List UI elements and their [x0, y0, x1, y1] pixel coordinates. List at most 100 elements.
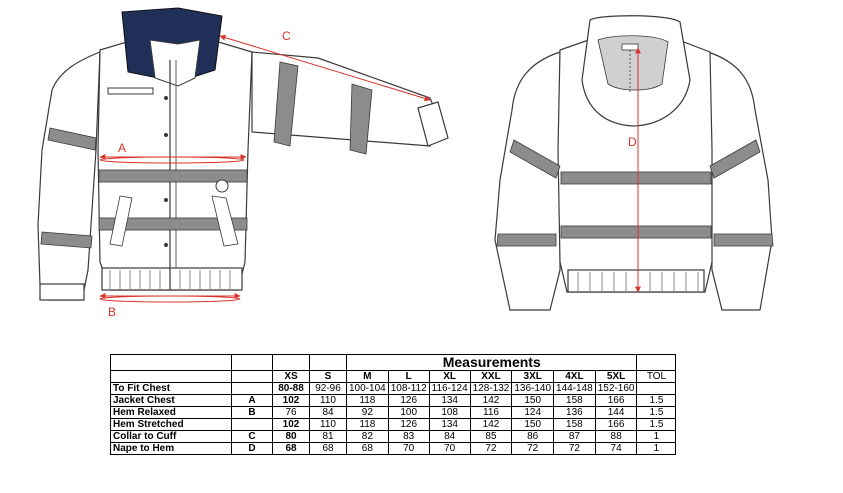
front-hem-rib [101, 267, 243, 291]
row-value: 110 [309, 394, 347, 407]
row-value: 72 [553, 442, 596, 455]
row-value: 85 [469, 430, 513, 443]
row-value: 158 [553, 394, 596, 407]
front-buttons [164, 96, 168, 247]
size-header-l: L [387, 370, 430, 383]
front-logo [215, 179, 229, 193]
rib-lines [109, 270, 231, 289]
hood-lining [597, 35, 669, 91]
row-value: 118 [346, 418, 389, 431]
row-value: 144 [594, 406, 638, 419]
row-value: 116 [469, 406, 513, 419]
row-label: To Fit Chest [110, 382, 232, 395]
label-b: B [108, 305, 116, 319]
row-value: 158 [553, 418, 596, 431]
front-measure-arrows [99, 34, 431, 303]
jacket-illustration: C A B D [37, 7, 774, 319]
back-hem-rib [567, 269, 705, 293]
row-value: 100 [387, 406, 430, 419]
front-right-cuff [417, 101, 449, 147]
row-value: 102 [272, 418, 310, 431]
row-value: 72 [511, 442, 555, 455]
row-value: 72 [469, 442, 513, 455]
row-value: 116-124 [428, 382, 471, 395]
row-value: 68 [309, 442, 347, 455]
row-value: 136-140 [511, 382, 555, 395]
row-value: 124 [511, 406, 555, 419]
row-value: 74 [594, 442, 638, 455]
row-value: 87 [553, 430, 596, 443]
row-value: 152-160 [594, 382, 638, 395]
header-empty-label [110, 370, 232, 383]
row-value: 81 [309, 430, 347, 443]
row-value: 142 [469, 394, 513, 407]
back-right-sleeve [707, 51, 773, 311]
row-value: 88 [594, 430, 638, 443]
row-label: Hem Stretched [110, 418, 232, 431]
row-value: 80 [272, 430, 310, 443]
row-value: 134 [428, 418, 471, 431]
row-label: Nape to Hem [110, 442, 232, 455]
row-code: A [231, 394, 273, 407]
front-left-cuff [39, 283, 85, 301]
row-code [231, 382, 273, 395]
tol-header: TOL [636, 370, 677, 383]
row-value: 84 [309, 406, 347, 419]
hanger-loop [621, 43, 639, 51]
row-code: D [231, 442, 273, 455]
label-c: C [282, 29, 291, 43]
row-label: Jacket Chest [110, 394, 232, 407]
row-value: 126 [387, 394, 430, 407]
row-value: 68 [346, 442, 389, 455]
label-d: D [628, 135, 637, 149]
row-code [231, 418, 273, 431]
table-title: Measurements [346, 354, 637, 371]
row-value: 166 [594, 394, 638, 407]
row-tol [636, 382, 677, 395]
size-header-s: S [309, 370, 347, 383]
size-header-xxl: XXL [469, 370, 513, 383]
row-value: 68 [272, 442, 310, 455]
row-value: 108 [428, 406, 471, 419]
row-value: 82 [346, 430, 389, 443]
row-value: 110 [309, 418, 347, 431]
row-value: 126 [387, 418, 430, 431]
row-value: 144-148 [553, 382, 596, 395]
row-value: 150 [511, 394, 555, 407]
row-tol: 1.5 [636, 394, 677, 407]
row-value: 70 [428, 442, 471, 455]
table-title-row: Measurements [110, 354, 677, 371]
row-tol: 1.5 [636, 418, 677, 431]
header-empty-code [231, 370, 273, 383]
row-value: 84 [428, 430, 471, 443]
row-value: 80-88 [272, 382, 310, 395]
row-value: 100-104 [346, 382, 389, 395]
row-value: 92 [346, 406, 389, 419]
row-code: B [231, 406, 273, 419]
row-value: 86 [511, 430, 555, 443]
row-value: 83 [387, 430, 430, 443]
row-value: 142 [469, 418, 513, 431]
size-header-3xl: 3XL [511, 370, 555, 383]
row-value: 136 [553, 406, 596, 419]
row-code: C [231, 430, 273, 443]
size-header-5xl: 5XL [594, 370, 638, 383]
row-value: 118 [346, 394, 389, 407]
row-tol: 1 [636, 430, 677, 443]
row-tol: 1 [636, 442, 677, 455]
row-value: 76 [272, 406, 310, 419]
row-value: 166 [594, 418, 638, 431]
row-value: 134 [428, 394, 471, 407]
collar-opening [149, 39, 201, 87]
back-left-sleeve [494, 51, 561, 311]
front-left-sleeve [37, 51, 101, 301]
row-label: Collar to Cuff [110, 430, 232, 443]
row-value: 102 [272, 394, 310, 407]
row-value: 92-96 [309, 382, 347, 395]
